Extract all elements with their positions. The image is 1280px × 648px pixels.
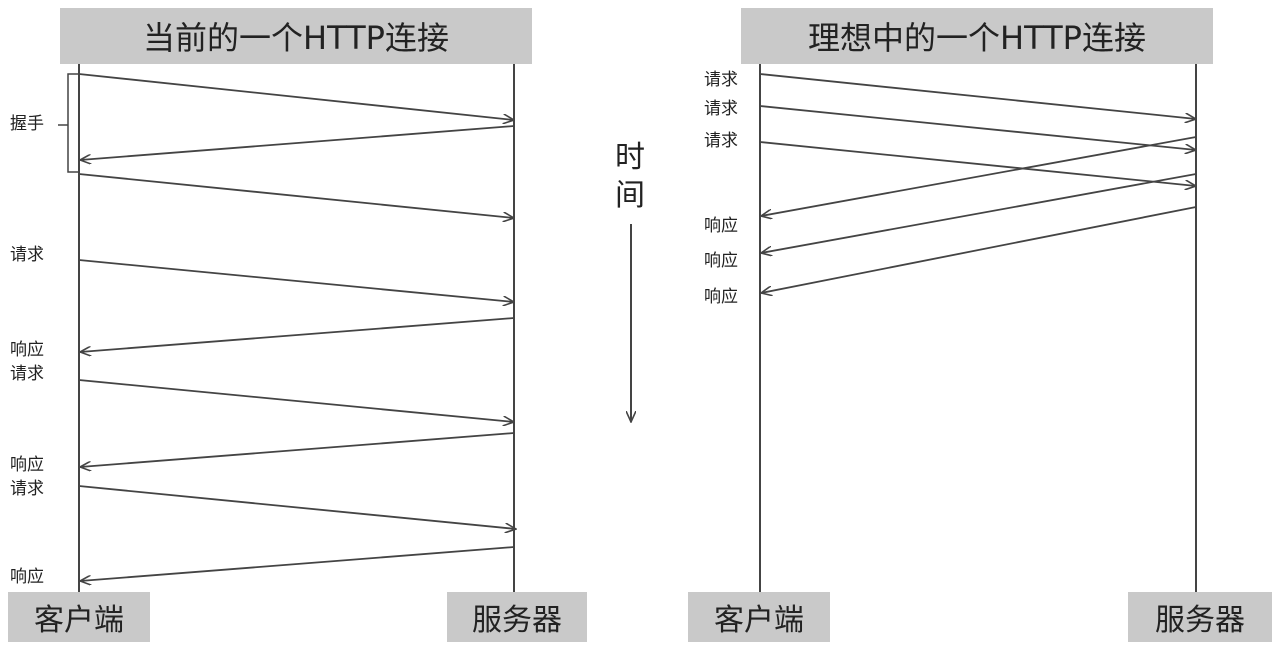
time-axis-char-1: 时 — [615, 140, 645, 175]
left-response-arrow-3 — [80, 546, 515, 581]
right-request-arrow-1 — [759, 73, 1196, 119]
left-label-request-3: 请求 — [10, 479, 44, 499]
right-label-request-2: 请求 — [704, 99, 738, 119]
right-response-arrow-3 — [761, 206, 1197, 293]
handshake-label: 握手 — [10, 114, 44, 134]
right-label-request-3: 请求 — [704, 131, 738, 151]
left-label-response-3: 响应 — [10, 567, 44, 587]
left-label-request-2: 请求 — [10, 364, 44, 384]
left-handshake-arrow-1 — [78, 73, 514, 120]
left-client-box: 客户端 — [8, 592, 150, 642]
time-axis-char-2: 间 — [615, 178, 645, 213]
left-panel-title: 当前的一个HTTP连接 — [60, 8, 532, 64]
right-response-arrow-2 — [761, 173, 1197, 253]
left-label-response-1: 响应 — [10, 340, 44, 360]
left-response-arrow-2 — [80, 432, 515, 467]
right-response-arrow-1 — [761, 136, 1197, 216]
right-panel-title: 理想中的一个HTTP连接 — [741, 8, 1213, 64]
right-request-arrow-2 — [759, 105, 1196, 150]
right-label-request-1: 请求 — [704, 70, 738, 90]
right-label-response-3: 响应 — [704, 287, 738, 307]
left-label-response-2: 响应 — [10, 455, 44, 475]
left-server-box: 服务器 — [447, 592, 587, 642]
left-response-arrow-1 — [80, 317, 515, 352]
left-request-arrow-2 — [78, 379, 514, 422]
right-label-response-1: 响应 — [704, 216, 738, 236]
handshake-bracket — [67, 73, 78, 173]
left-request-arrow-3 — [78, 485, 516, 529]
left-handshake-arrow-2 — [80, 125, 515, 160]
left-request-arrow-1 — [78, 259, 514, 302]
right-client-box: 客户端 — [688, 592, 830, 642]
right-request-arrow-3 — [759, 141, 1196, 186]
right-server-box: 服务器 — [1128, 592, 1272, 642]
left-handshake-arrow-3 — [78, 173, 514, 218]
right-label-response-2: 响应 — [704, 251, 738, 271]
left-label-request-1: 请求 — [10, 245, 44, 265]
